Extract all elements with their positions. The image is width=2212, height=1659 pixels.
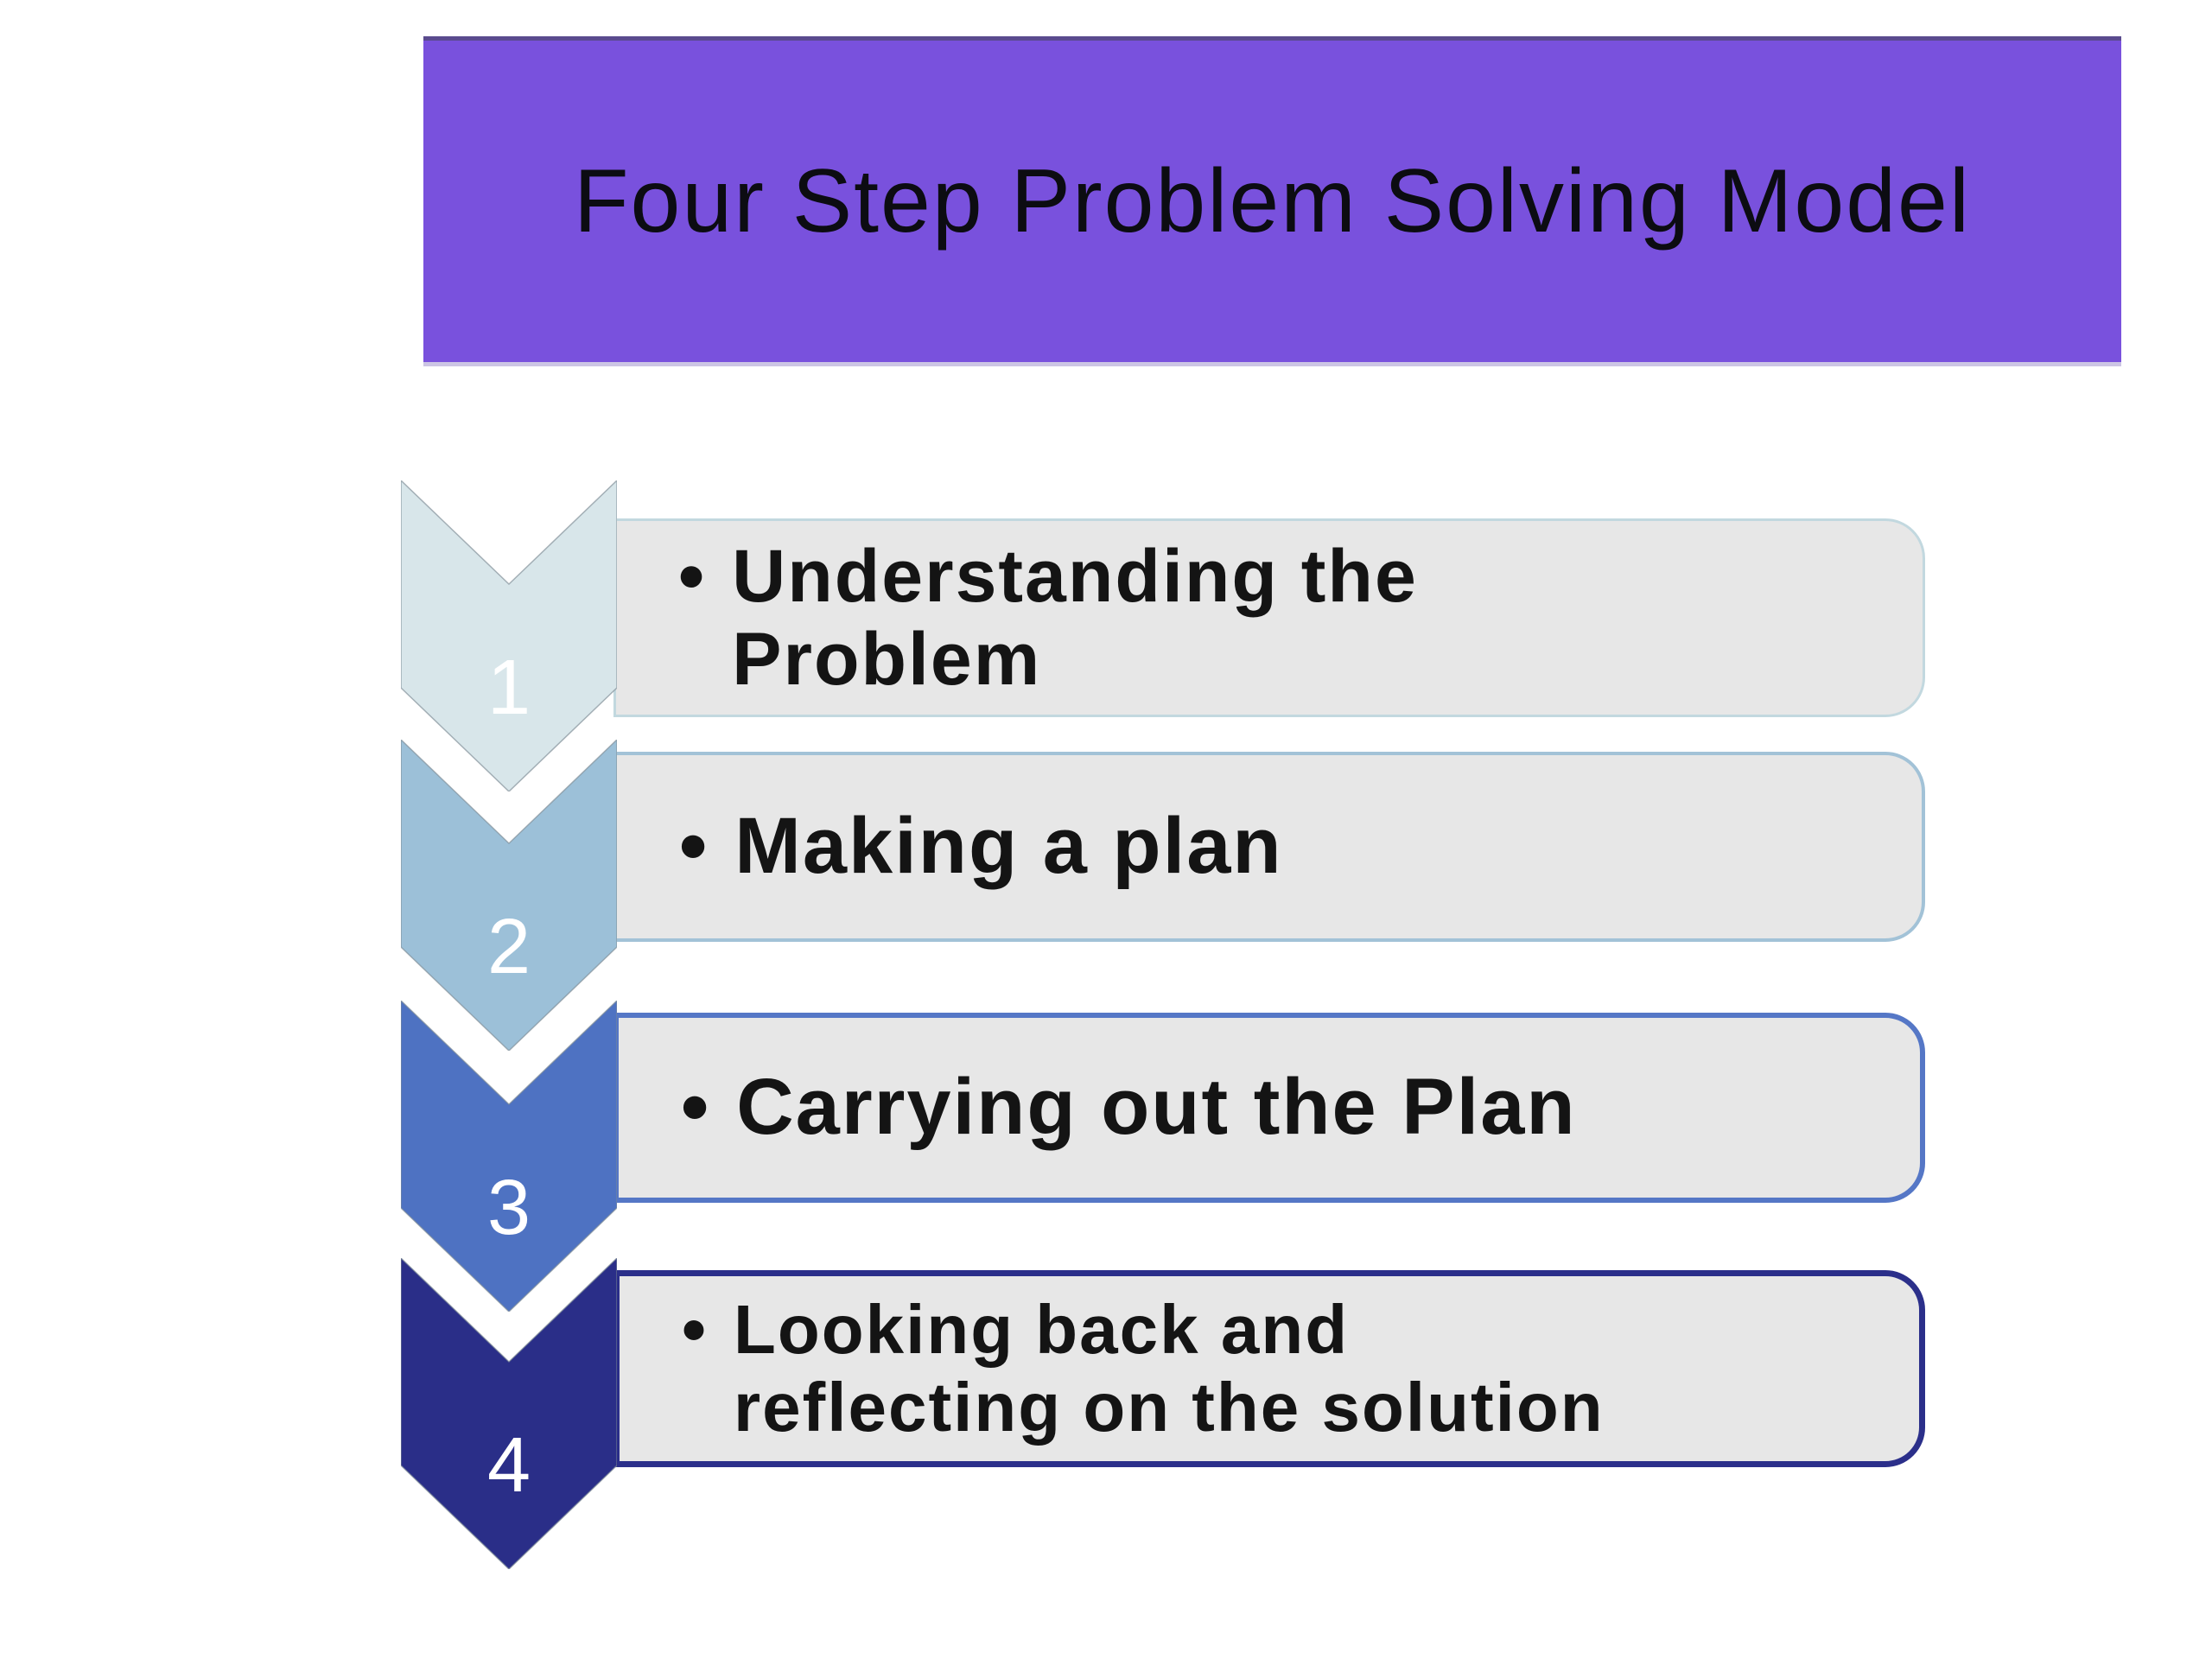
step-label: Making a plan xyxy=(734,802,1283,891)
bullet-icon: • xyxy=(678,534,707,618)
title-banner: Four Step Problem Solving Model xyxy=(423,36,2121,366)
chevron-down-icon xyxy=(401,740,617,1051)
bullet-icon: • xyxy=(682,1291,709,1369)
slide-title: Four Step Problem Solving Model xyxy=(574,150,1971,251)
step-number: 3 xyxy=(486,1164,531,1251)
chevron-down-icon xyxy=(401,480,617,791)
step-text: • Making a plan xyxy=(617,802,1318,891)
bullet-icon: • xyxy=(679,802,709,891)
step-label: Carrying out the Plan xyxy=(736,1063,1577,1152)
bullet-icon: • xyxy=(681,1063,711,1152)
step-box: • Making a plan xyxy=(613,752,1925,942)
chevron-down-icon xyxy=(401,1258,617,1569)
chevron-down-icon xyxy=(401,1001,617,1312)
step-box: • Carrying out the Plan xyxy=(613,1013,1925,1203)
step-text: • Carrying out the Plan xyxy=(619,1063,1611,1152)
step-number: 4 xyxy=(486,1421,531,1509)
step-number: 2 xyxy=(486,903,531,990)
step-number: 1 xyxy=(486,644,531,731)
